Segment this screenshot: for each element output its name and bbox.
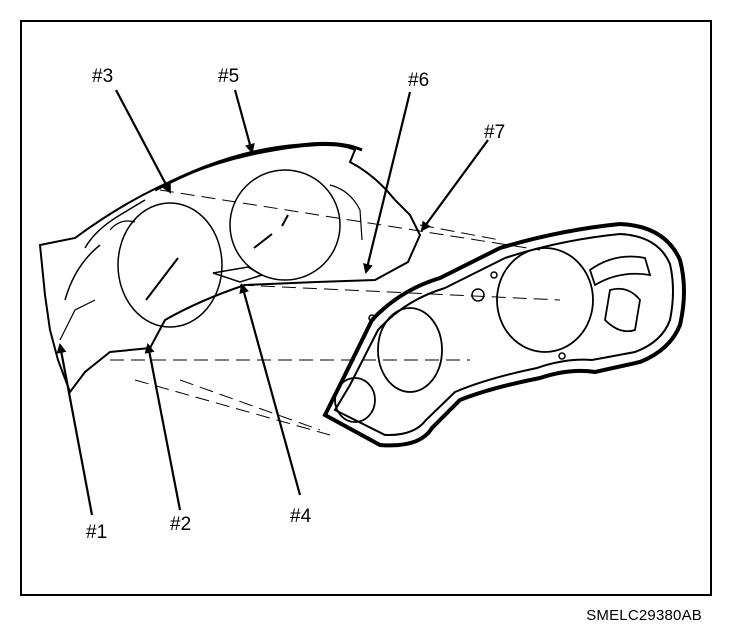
front-bezel [322,221,686,448]
callout-label-7: #7 [484,122,505,143]
callout-label-4: #4 [290,506,312,527]
leader-arrows [56,89,489,516]
callout-label-1: #1 [86,522,107,543]
leader-arrow-5 [233,89,255,154]
callout-label-6: #6 [408,70,429,91]
callout-label-5: #5 [218,66,239,87]
callout-label-3: #3 [92,66,113,87]
leader-arrow-3 [115,89,171,194]
leader-arrow-2 [144,343,182,511]
diagram-frame [20,20,712,596]
alignment-lines [110,189,561,436]
callout-label-2: #2 [170,514,191,535]
leader-arrow-4 [239,283,302,496]
leader-arrow-1 [56,343,94,516]
leader-arrow-6 [363,91,412,274]
cluster-housing [38,141,422,395]
leader-arrow-7 [420,139,489,232]
callout-labels: #1 #2 #3 #4 #5 #6 #7 [86,66,505,543]
rear-gauges [109,169,363,328]
drawing-code: SMELC29380AB [586,607,702,624]
